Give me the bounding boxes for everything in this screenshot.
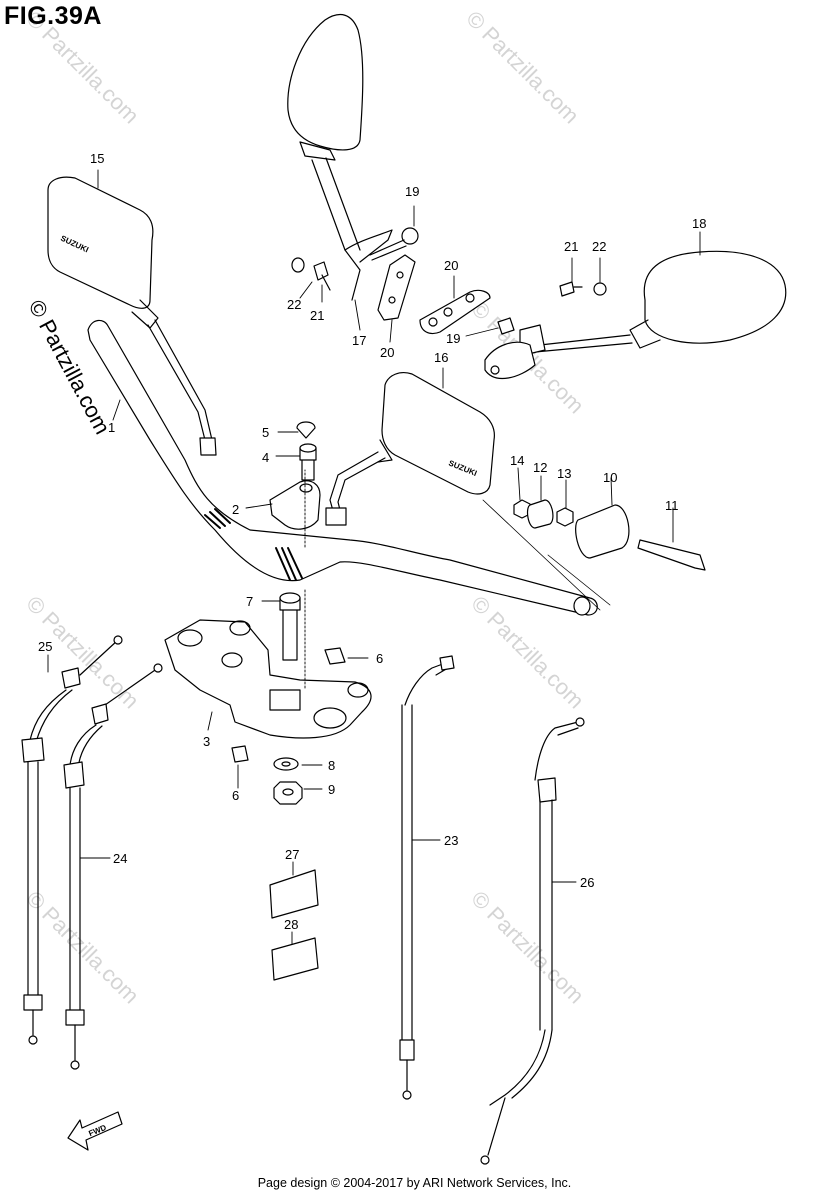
mirror-18 <box>484 250 787 380</box>
cushion-6-lower <box>231 745 249 763</box>
part-label-22-left: 22 <box>287 297 301 312</box>
nut-13 <box>556 507 574 527</box>
fwd-arrow-icon: FWD <box>67 1111 123 1151</box>
part-label-23: 23 <box>444 833 458 848</box>
part-label-21-left: 21 <box>310 308 324 323</box>
handlebar-1 <box>87 319 598 616</box>
part-label-11: 11 <box>665 498 679 513</box>
part-label-28: 28 <box>284 917 298 932</box>
part-label-5: 5 <box>262 425 269 440</box>
part-label-6-upper: 6 <box>376 651 383 666</box>
cap-5 <box>296 421 316 439</box>
part-label-17: 17 <box>352 333 366 348</box>
screw-11 <box>637 539 706 571</box>
cable-24 <box>63 663 163 1070</box>
part-label-16: 16 <box>434 350 448 365</box>
cable-26 <box>480 717 585 1165</box>
part-label-20-upper: 20 <box>444 258 458 273</box>
part-label-27: 27 <box>285 847 299 862</box>
bolt-19-right <box>497 317 515 335</box>
label-28 <box>271 937 319 981</box>
part-label-13: 13 <box>557 466 571 481</box>
cable-25 <box>21 635 123 1045</box>
part-label-21-right: 21 <box>564 239 578 254</box>
upper-clamp-2 <box>269 480 321 530</box>
bracket-20-vertical <box>377 254 416 321</box>
page-footer: Page design © 2004-2017 by ARI Network S… <box>257 1176 572 1190</box>
part-number-labels: 1 2 3 4 5 6 6 7 8 9 10 11 12 13 14 15 16… <box>38 151 706 932</box>
part-label-20-lower: 20 <box>380 345 394 360</box>
washer-8 <box>273 757 299 771</box>
cushion-6-upper <box>324 647 346 665</box>
leader-lines <box>47 169 701 945</box>
part-label-10: 10 <box>603 470 617 485</box>
balancer-10 <box>575 504 630 559</box>
part-label-9: 9 <box>328 782 335 797</box>
part-label-4: 4 <box>262 450 269 465</box>
part-label-3: 3 <box>203 734 210 749</box>
nut-9 <box>273 781 303 805</box>
handlebar-holder-3 <box>164 619 372 739</box>
watermark: © Partzilla.com <box>466 886 589 1009</box>
bolt-19-upper <box>369 227 419 261</box>
cable-23 <box>399 655 455 1100</box>
bolt-7 <box>279 592 301 661</box>
cap-22-left <box>291 257 305 273</box>
watermark-dark: © Partzilla.com <box>24 296 116 439</box>
watermark: © Partzilla.com <box>461 6 584 129</box>
part-label-14: 14 <box>510 453 524 468</box>
bolt-21-left <box>313 261 331 291</box>
bolt-21-right <box>559 281 583 297</box>
cap-22-right <box>593 282 607 296</box>
part-label-19-upper: 19 <box>405 184 419 199</box>
part-label-22-right: 22 <box>592 239 606 254</box>
figure-title: FIG.39A <box>4 2 102 30</box>
mirror-17 <box>287 13 393 301</box>
part-label-18: 18 <box>692 216 706 231</box>
mirror-16: SUZUKI <box>325 372 495 526</box>
part-label-26: 26 <box>580 875 594 890</box>
part-label-8: 8 <box>328 758 335 773</box>
mirror-15: SUZUKI <box>47 176 217 456</box>
part-label-12: 12 <box>533 460 547 475</box>
part-label-1: 1 <box>108 420 115 435</box>
label-27 <box>269 869 319 919</box>
part-label-19-lower: 19 <box>446 331 460 346</box>
part-label-6-lower: 6 <box>232 788 239 803</box>
part-label-15: 15 <box>90 151 104 166</box>
watermark: © Partzilla.com <box>21 886 144 1009</box>
part-label-25: 25 <box>38 639 52 654</box>
collar-12 <box>526 499 554 529</box>
bolt-4 <box>299 443 317 481</box>
part-label-7: 7 <box>246 594 253 609</box>
part-label-2: 2 <box>232 502 239 517</box>
part-label-24: 24 <box>113 851 127 866</box>
bracket-20-horizontal <box>419 289 491 335</box>
